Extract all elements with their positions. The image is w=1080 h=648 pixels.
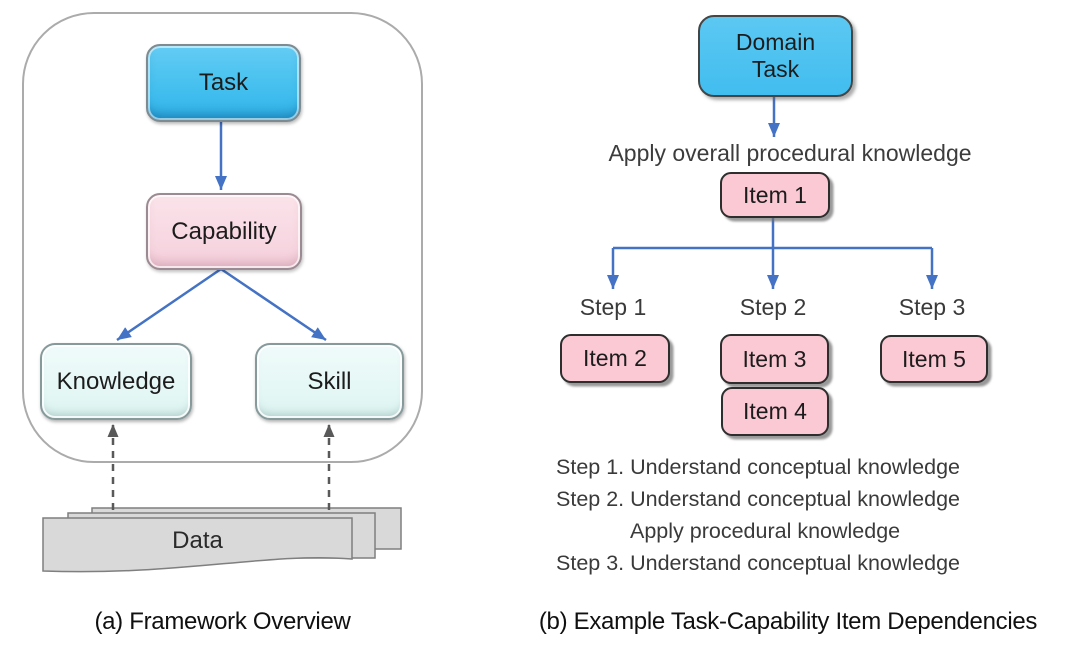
item-4-node: Item 4 [721,387,829,436]
panel-a-caption: (a) Framework Overview [94,608,351,635]
panel-b-caption: (b) Example Task-Capability Item Depende… [538,608,1038,635]
knowledge-node: Knowledge [40,343,192,420]
item-1-node: Item 1 [720,172,830,218]
arrow-capability-to-knowledge [116,267,222,342]
domain-task-node: Domain Task [698,15,853,97]
item-3-node: Item 3 [720,334,829,384]
step-2-note-apply: Apply procedural knowledge [630,519,901,543]
step-1-note: Step 1. Understand conceptual knowledge [556,455,960,479]
arrow-capability-to-skill [220,267,327,342]
step-2-label: Step 2 [739,294,807,320]
step-2-note: Step 2. Understand conceptual knowledge [556,487,960,511]
item-5-node: Item 5 [880,335,988,383]
task-node: Task [146,44,301,122]
step-3-note: Step 3. Understand conceptual knowledge [556,551,960,575]
capability-node: Capability [146,193,302,270]
apply-overall-text: Apply overall procedural knowledge [608,140,972,166]
step-1-label: Step 1 [579,294,647,320]
data-stack [42,507,402,573]
data-sheet-front [42,517,353,573]
skill-node: Skill [255,343,404,420]
data-stack-label: Data [172,527,223,554]
item-2-node: Item 2 [560,334,670,383]
step-3-label: Step 3 [898,294,966,320]
